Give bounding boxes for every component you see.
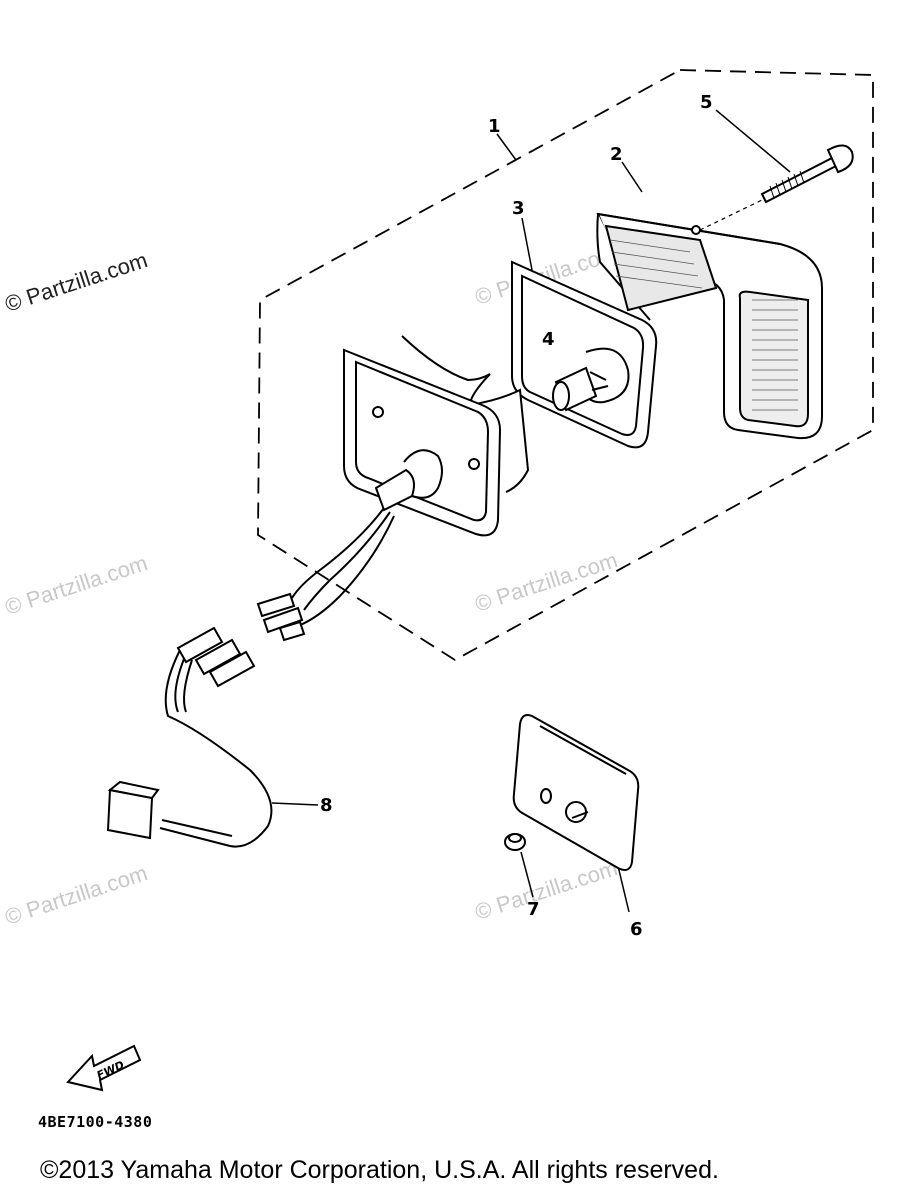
bulb	[552, 347, 630, 412]
callout-2: 2	[610, 144, 623, 165]
wire-terminals	[256, 592, 306, 642]
callout-3: 3	[512, 198, 525, 219]
callout-1: 1	[488, 116, 501, 137]
gasket	[511, 260, 658, 449]
reflector-texture	[609, 239, 798, 411]
callout-8: 8	[320, 795, 333, 816]
fwd-arrow-icon: FWD	[66, 1044, 142, 1092]
callout-6: 6	[630, 919, 643, 940]
harness-connectors	[106, 626, 256, 840]
watermark-mid-left: © Partzilla.com	[2, 550, 151, 620]
assembly-outline	[257, 69, 874, 662]
diagram-part-code: 4BE7100-4380	[38, 1113, 153, 1131]
callout-7: 7	[527, 899, 540, 920]
wiring-harness	[159, 649, 273, 848]
license-light	[512, 714, 640, 871]
callout-5: 5	[700, 92, 713, 113]
lamp-base	[343, 335, 530, 537]
screw	[699, 144, 854, 231]
lamp-wires	[291, 507, 395, 627]
callout-4: 4	[542, 329, 555, 350]
nut	[504, 833, 526, 851]
watermark-lower-center: © Partzilla.com	[472, 855, 621, 925]
watermark-top-left: © Partzilla.com	[2, 247, 151, 317]
copyright-notice: ©2013 Yamaha Motor Corporation, U.S.A. A…	[40, 1156, 719, 1184]
watermark-lower-left: © Partzilla.com	[2, 860, 151, 930]
